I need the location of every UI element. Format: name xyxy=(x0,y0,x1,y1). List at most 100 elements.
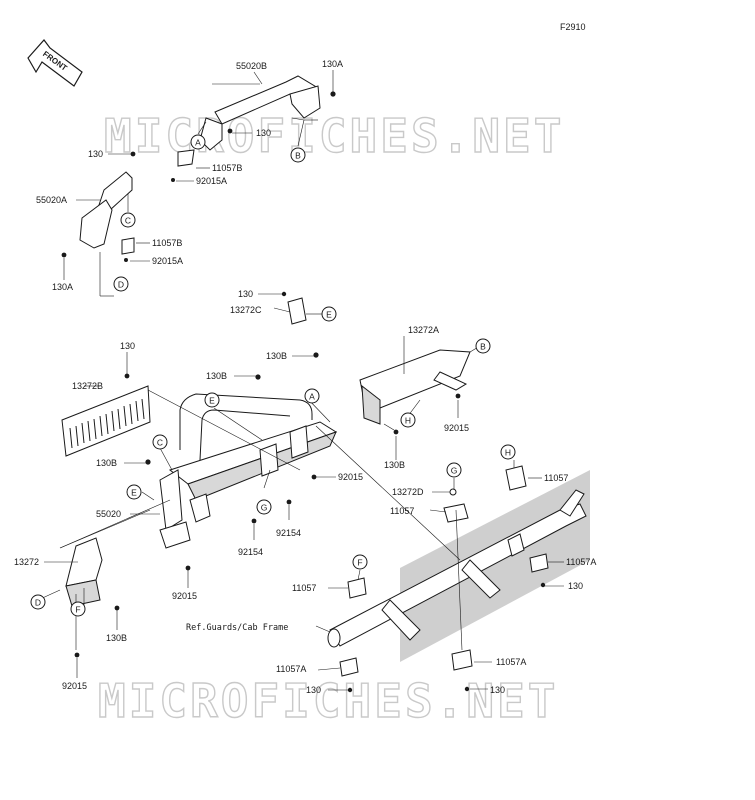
nut-92015-c xyxy=(185,565,191,571)
callout-d-2: D xyxy=(30,594,46,610)
bolt-130b-e xyxy=(114,605,120,611)
cover-13272c xyxy=(287,297,307,325)
callout-g-1: G xyxy=(256,499,272,515)
label-55020: 55020 xyxy=(96,509,121,519)
svg-text:G: G xyxy=(451,466,458,476)
svg-text:C: C xyxy=(125,216,131,226)
bolt-130b-a xyxy=(313,352,319,358)
label-11057-b: 11057 xyxy=(544,473,568,483)
label-13272c: 13272C xyxy=(230,305,262,315)
label-11057a-c: 11057A xyxy=(496,657,526,667)
label-130b-a: 130B xyxy=(266,351,287,361)
label-130b-e: 130B xyxy=(106,633,127,643)
watermark-top: MICROFICHES.NET xyxy=(104,109,564,163)
callout-h-2: H xyxy=(500,444,516,460)
label-92154-a: 92154 xyxy=(276,528,301,538)
label-130a-left: 130A xyxy=(52,282,73,292)
cover-13272 xyxy=(65,537,103,607)
watermark-bottom: MICROFICHES.NET xyxy=(98,674,558,728)
bolt-130-c xyxy=(281,291,287,297)
bolt-130-a xyxy=(227,128,233,134)
label-130-g: 130 xyxy=(490,685,505,695)
bolt-130-f xyxy=(347,687,353,693)
bracket-11057-top xyxy=(505,465,527,491)
callout-f-2: F xyxy=(352,554,368,570)
figure-id: F2910 xyxy=(560,22,586,32)
bolt-130-e xyxy=(540,582,546,588)
callout-c-2: C xyxy=(152,434,168,450)
label-92015-b: 92015 xyxy=(338,472,363,482)
ref-guards-cab-frame: Ref.Guards/Cab Frame xyxy=(186,623,288,633)
bracket-11057a-b xyxy=(339,657,359,677)
callout-g-2: G xyxy=(446,462,462,478)
svg-text:D: D xyxy=(118,280,124,290)
label-11057a-b: 11057A xyxy=(276,664,306,674)
bolt-130b-b xyxy=(393,429,399,435)
label-55020a: 55020A xyxy=(36,195,67,205)
bolt-92154-a xyxy=(286,499,292,505)
bracket-11057a-a xyxy=(529,553,549,573)
bracket-55020a xyxy=(79,171,135,255)
bracket-11057-c xyxy=(347,577,367,599)
bracket-55020b xyxy=(177,75,321,167)
grille-13272b xyxy=(61,385,151,457)
callout-f-1: F xyxy=(70,601,86,617)
front-arrow-icon: FRONT xyxy=(27,39,83,87)
nut-92015-d xyxy=(74,652,80,658)
nut-92015-b xyxy=(311,474,317,480)
label-130-c: 130 xyxy=(238,289,253,299)
label-92154-b: 92154 xyxy=(238,547,263,557)
label-130b-b: 130B xyxy=(206,371,227,381)
nut-92015-a xyxy=(455,393,461,399)
svg-text:D: D xyxy=(35,598,41,608)
bolt-130-g xyxy=(464,686,470,692)
label-130b-d: 130B xyxy=(96,458,117,468)
callout-e-3: E xyxy=(126,484,142,500)
svg-text:B: B xyxy=(295,151,301,161)
label-130-d: 130 xyxy=(120,341,135,351)
svg-text:G: G xyxy=(261,503,268,513)
label-11057b-b: 11057B xyxy=(152,238,182,248)
callout-b-1: B xyxy=(290,147,306,163)
label-130-a: 130 xyxy=(256,128,271,138)
callout-d-1: D xyxy=(113,276,129,292)
label-13272d: 13272D xyxy=(392,487,424,497)
svg-text:E: E xyxy=(209,396,215,406)
label-130-e: 130 xyxy=(568,581,583,591)
svg-text:A: A xyxy=(195,138,201,148)
bolt-130a-left xyxy=(61,252,67,258)
leader-lines xyxy=(37,70,564,691)
svg-text:A: A xyxy=(309,392,315,402)
label-92015-c: 92015 xyxy=(172,591,197,601)
cover-13272a xyxy=(359,349,471,425)
label-13272b: 13272B xyxy=(72,381,103,391)
callout-a-1: A xyxy=(190,134,206,150)
bumper-guard-55020 xyxy=(159,393,338,549)
svg-text:E: E xyxy=(326,310,332,320)
svg-text:H: H xyxy=(505,448,511,458)
svg-text:C: C xyxy=(157,438,163,448)
label-11057a-a: 11057A xyxy=(566,557,596,567)
svg-text:H: H xyxy=(405,416,411,426)
label-130a-top: 130A xyxy=(322,59,343,69)
bracket-11057a-c xyxy=(451,649,473,671)
bolt-92154-b xyxy=(251,518,257,524)
label-92015a-b: 92015A xyxy=(152,256,183,266)
label-11057-a: 11057 xyxy=(390,506,414,516)
label-92015-a: 92015 xyxy=(444,423,469,433)
callout-e-2: E xyxy=(204,392,220,408)
label-13272: 13272 xyxy=(14,557,39,567)
svg-text:E: E xyxy=(131,488,137,498)
svg-text:F: F xyxy=(357,558,362,568)
bolt-130-d xyxy=(124,373,130,379)
bolt-130b-c xyxy=(255,374,261,380)
nut-92015a-b xyxy=(124,258,128,262)
callout-c-1: C xyxy=(120,212,136,228)
label-130b-c: 130B xyxy=(384,460,405,470)
callout-h-1: H xyxy=(400,412,416,428)
callout-b-2: B xyxy=(475,338,491,354)
nut-92015a-a xyxy=(171,178,175,182)
label-130-f: 130 xyxy=(306,685,321,695)
bolt-130b-d xyxy=(145,459,151,465)
